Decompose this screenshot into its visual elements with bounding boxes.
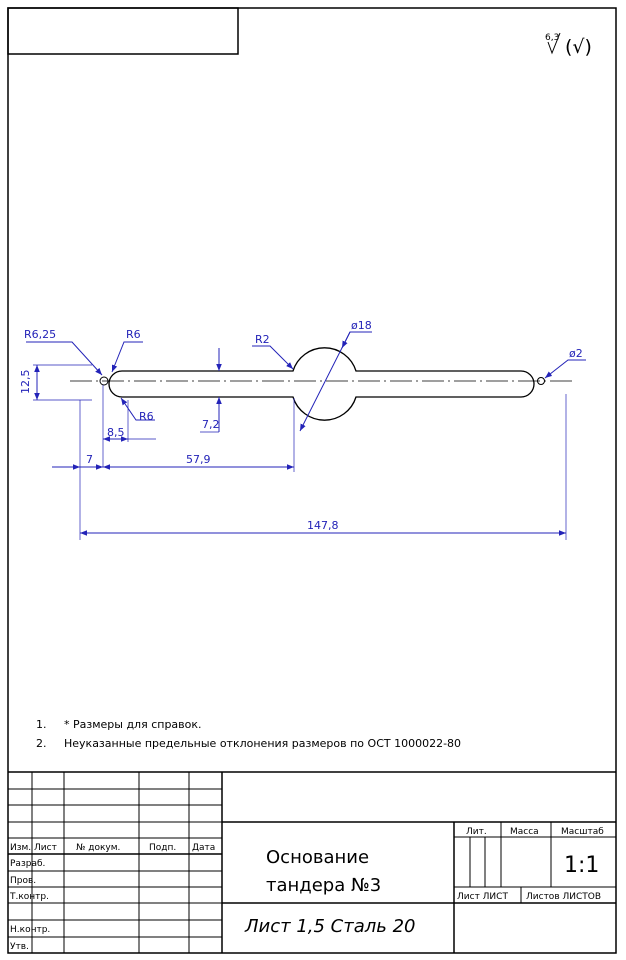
role-tkontr: Т.контр.: [9, 892, 49, 902]
role-razrab: Разраб.: [10, 859, 45, 869]
hdr-data: Дата: [192, 843, 215, 853]
hdr-ndoc: № докум.: [76, 843, 120, 853]
dim-height-left: 12,5: [19, 370, 32, 395]
hdr-podp: Подп.: [149, 843, 176, 853]
dim-d-right-hole: ø2: [569, 347, 583, 360]
dim-d-center: ø18: [351, 319, 372, 332]
title-block: [8, 771, 616, 953]
role-prov: Пров.: [10, 876, 36, 886]
scale-value: 1:1: [564, 853, 599, 878]
sheets-label: Листов ЛИСТОВ: [526, 892, 601, 902]
roughness-paren: (√): [565, 36, 592, 58]
title-block-text: Изм. Лист № докум. Подп. Дата Разраб. Пр…: [9, 827, 604, 952]
scale-label: Масштаб: [561, 827, 604, 837]
notes: 1. * Размеры для справок. 2. Неуказанные…: [36, 718, 461, 750]
note-2-text: Неуказанные предельные отклонения размер…: [64, 737, 461, 750]
dim-r-center: R2: [255, 333, 270, 346]
sheet-label: Лист ЛИСТ: [457, 892, 508, 902]
dim-overall: 147,8: [307, 519, 339, 532]
note-1-num: 1.: [36, 718, 47, 731]
sheet-frame: [7, 7, 617, 954]
note-2-num: 2.: [36, 737, 47, 750]
part-outline: [70, 347, 575, 421]
dimensions: 12,5 R6,25 R6 R6 8,5 7,2 R2 ø18 ø2: [19, 319, 586, 540]
dim-neck-len: 8,5: [107, 426, 125, 439]
note-1-text: * Размеры для справок.: [64, 718, 202, 731]
lit-label: Лит.: [466, 827, 487, 837]
roughness-symbol: 6,3 (√): [545, 32, 592, 58]
material: Лист 1,5 Сталь 20: [244, 916, 416, 937]
massa-label: Масса: [510, 827, 539, 837]
part-name-line1: Основание: [266, 847, 369, 868]
dim-r-neck-top: R6: [126, 328, 141, 341]
dim-r-left-outer: R6,25: [24, 328, 56, 341]
dim-to-center: 57,9: [186, 453, 211, 466]
top-left-stamp-box: [7, 7, 239, 55]
roughness-value: 6,3: [545, 33, 559, 43]
dim-offset-7: 7: [86, 453, 93, 466]
part-name-line2: тандера №3: [266, 875, 381, 896]
hdr-list: Лист: [34, 843, 57, 853]
role-utv: Утв.: [10, 942, 29, 952]
dim-r-neck-bottom: R6: [139, 410, 154, 423]
role-nkontr: Н.контр.: [10, 925, 50, 935]
dim-bar-height: 7,2: [202, 418, 220, 431]
hdr-izm: Изм.: [10, 843, 31, 853]
